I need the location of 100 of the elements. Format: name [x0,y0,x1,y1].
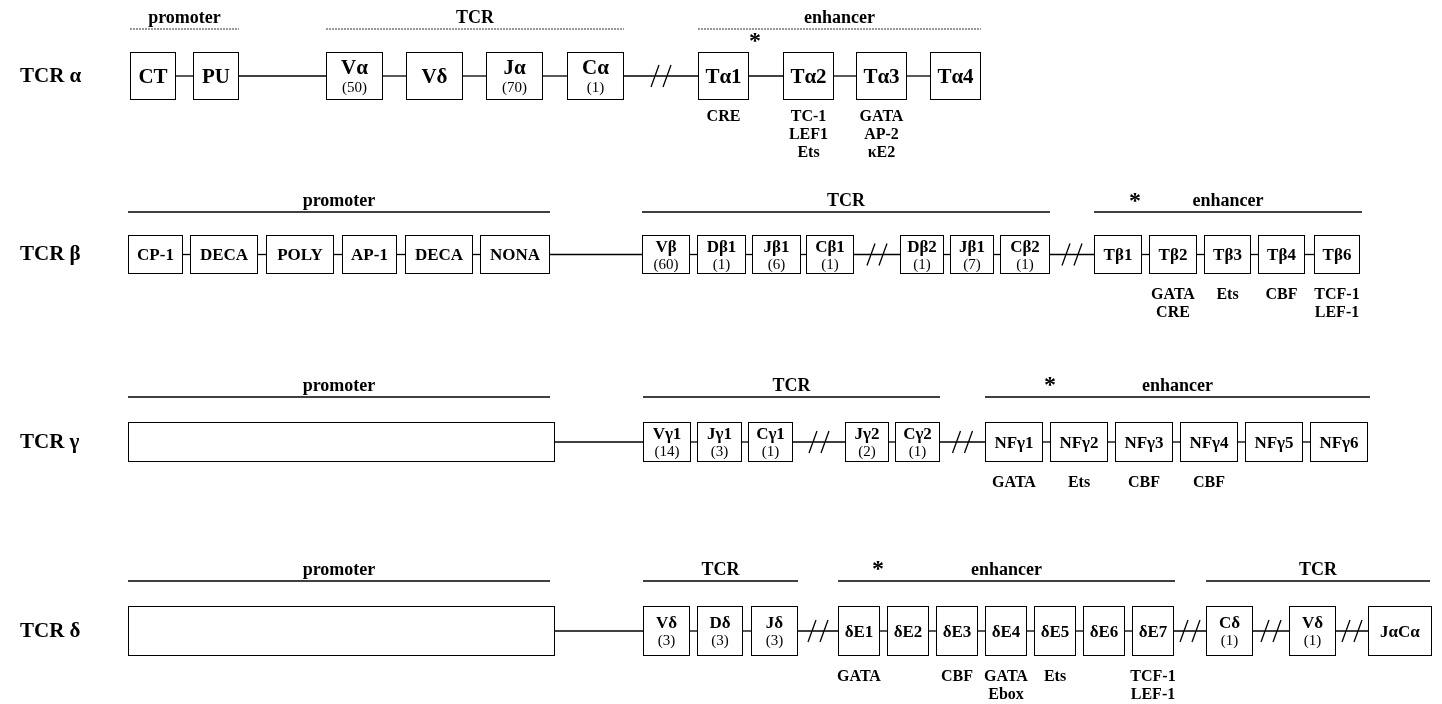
gene-segment-box [1310,422,1368,462]
gene-segment-box [643,606,690,656]
segment-name: Dβ1 [706,237,737,255]
segment-name: Vγ1 [652,425,682,442]
gene-segment-box [643,422,691,462]
gene-segment-box [130,52,176,100]
region-label: enhancer [804,8,875,26]
segment-name: Cγ2 [903,425,932,442]
connector-line [745,253,753,256]
connector-line [748,75,784,77]
gene-segment-box [1258,235,1305,274]
connector-line [554,630,644,632]
region-label: TCR [1299,560,1337,578]
gene-segment-box [1314,235,1360,274]
segment-name: POLY [277,246,323,263]
gene-segment-box [697,235,746,274]
binding-factor-label: κE2 [867,144,896,160]
segment-name: δE4 [991,622,1021,640]
gene-segment-box [1000,235,1050,274]
gene-segment-box [838,606,880,656]
gene-segment-box [266,235,334,274]
segment-name: PU [202,65,230,87]
segment-name: DECA [199,246,249,263]
copy-number: (1) [821,256,839,272]
connector-line [1237,441,1246,443]
segment-name: Cβ1 [815,237,845,255]
gene-segment-box [697,606,743,656]
asterisk-mark: * [749,28,761,52]
broken-connector-line [792,430,846,454]
gene-segment-box [642,235,690,274]
broken-connector-line [1173,619,1207,643]
broken-connector-line [1335,619,1369,643]
gene-segment-box [856,52,907,100]
segment-name: NFγ1 [994,433,1034,451]
gene-segment-box [748,422,793,462]
binding-factor-label: LEF-1 [1314,304,1360,320]
segment-name: Vδ [421,65,448,87]
connector-line [943,253,951,256]
copy-number: (3) [711,633,729,648]
gene-segment-box [1245,422,1303,462]
gene-segment-box [1115,422,1173,462]
segment-name: δE5 [1040,622,1070,640]
connector-line [741,441,749,443]
segment-name: NFγ4 [1189,433,1229,451]
segment-name: Jβ1 [763,237,790,255]
binding-factor-label: Ets [1043,668,1067,684]
segment-name: Tα3 [863,65,900,87]
connector-line [993,253,1001,256]
region-label: TCR [456,8,494,26]
connector-line [1302,441,1311,443]
gene-segment-box [1368,606,1432,656]
segment-name: Vβ [655,237,677,255]
connector-line [1026,630,1035,632]
segment-name: Vδ [1301,614,1324,631]
gene-segment-box [985,422,1043,462]
gene-segment-box [405,235,473,274]
copy-number: (14) [654,444,680,459]
connector-line [238,75,327,77]
asterisk-mark: * [872,556,884,580]
asterisk-mark: * [1129,188,1141,212]
gene-segment-box [887,606,929,656]
region-label: TCR [772,376,811,394]
binding-factor-label: Ets [1067,474,1091,490]
segment-name: JαCα [1380,622,1420,640]
binding-factor-label: Ebox [988,686,1024,702]
binding-factor-label: TCF-1 [1130,668,1176,684]
binding-factor-label: CBF [1265,286,1298,302]
copy-number: (1) [913,256,931,272]
gene-segment-box [950,235,994,274]
segment-name: Vα [341,57,368,78]
broken-connector-line [1049,242,1095,267]
copy-number: (60) [653,256,679,272]
region-label: promoter [302,191,376,209]
segment-name: Jβ1 [959,237,985,255]
gene-segment-box [783,52,834,100]
binding-factor-label: GATA [1151,286,1195,302]
gene-segment-box [480,235,550,274]
segment-name: Dβ2 [907,237,937,255]
broken-connector-line [797,619,839,643]
region-label: TCR [827,191,865,209]
segment-name: Tβ1 [1103,246,1133,263]
region-label: enhancer [1142,376,1213,394]
locus-name: TCR β [20,243,81,264]
binding-factor-label: TC-1 [790,108,827,124]
segment-name: Jδ [765,614,784,631]
broken-connector-line [939,430,986,454]
gene-segment-box [326,52,383,100]
gene-segment-box [752,235,801,274]
copy-number: (1) [1016,256,1034,272]
segment-name: NONA [489,246,541,263]
binding-factor-label: LEF-1 [1130,686,1176,702]
copy-number: (3) [657,633,676,648]
connector-line [1124,630,1133,632]
copy-number: (70) [502,80,527,95]
gene-segment-box [806,235,854,274]
gene-segment-box [845,422,889,462]
connector-line [690,441,698,443]
gene-segment-box [1204,235,1251,274]
gene-segment-box [930,52,981,100]
gene-segment-box [1289,606,1336,656]
